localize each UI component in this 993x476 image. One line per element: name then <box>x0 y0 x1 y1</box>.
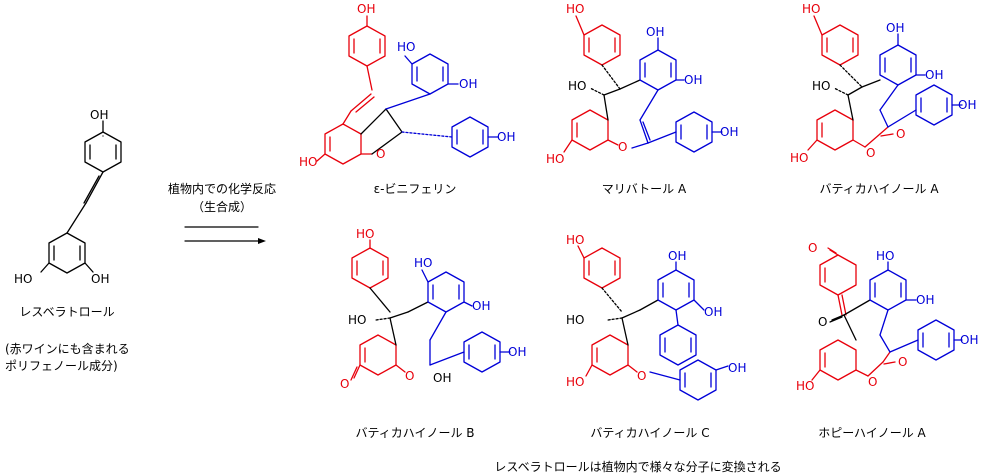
evin-ho-left: HO <box>299 155 317 169</box>
evin-oh-top: OH <box>357 2 375 16</box>
reaction-label-line2: （生合成） <box>191 200 253 214</box>
vatc-ho-left: HO <box>566 375 584 389</box>
vatc-oh-far: OH <box>728 361 746 375</box>
resveratrol-note-line1: (赤ワインにも含まれる <box>5 342 130 356</box>
resveratrol-structure <box>40 120 122 274</box>
evin-oh-right: OH <box>459 77 477 91</box>
vata-ho-left: HO <box>790 151 808 165</box>
hopeahainol-a-structure <box>811 247 963 381</box>
caption: レスベラトロールは植物内で様々な分子に変換される <box>494 460 782 474</box>
vatc-o-ring: O <box>637 369 646 383</box>
hopa-o-ring: O <box>868 375 877 389</box>
hopa-o-quinone: O <box>808 241 817 255</box>
vatb-o-carbonyl: O <box>340 377 349 391</box>
mali-oh-upper: OH <box>646 25 664 39</box>
vatc-ho-mid: HO <box>566 313 584 327</box>
malibatol-a-structure <box>563 15 723 153</box>
vaticahainol-c-structure <box>577 245 729 401</box>
hopa-ho-upper: HO <box>876 249 894 263</box>
vaticahainol-a-structure <box>807 15 963 151</box>
mali-ho-mid: HO <box>568 79 586 93</box>
vatb-ho-mid: HO <box>348 313 366 327</box>
product-label-vaticahainol-c: バティカハイノール C <box>590 426 710 440</box>
vatb-oh-stereo: OH <box>433 371 451 385</box>
resv-oh-right: OH <box>91 272 109 286</box>
vatb-oh-far: OH <box>508 345 526 359</box>
resveratrol-note-line2: ポリフェノール成分) <box>5 359 118 373</box>
mali-o-ring: O <box>618 140 627 154</box>
evin-o-ring: O <box>376 147 385 161</box>
reaction-label-line1: 植物内での化学反応 <box>167 182 277 196</box>
vaticahainol-b-structure <box>350 239 511 381</box>
mali-ho-left: HO <box>546 152 564 166</box>
vatc-ho-top: HO <box>566 233 584 247</box>
vatc-oh-upper: OH <box>668 249 686 263</box>
hopa-oh-right: OH <box>916 293 934 307</box>
mali-oh-far: OH <box>720 125 738 139</box>
vata-ho-top: HO <box>802 2 820 16</box>
mali-oh-right: OH <box>684 73 702 87</box>
reaction-arrow <box>184 226 266 244</box>
resveratrol-label: レスベラトロール <box>19 305 115 319</box>
vata-o-carbonyl: O <box>896 127 905 141</box>
product-label-vaticahainol-b: バティカハイノール B <box>355 426 475 440</box>
hopa-o-carbonyl: O <box>898 355 907 369</box>
vatb-o-ring: O <box>405 369 414 383</box>
product-label-malibatol-a: マリバトール A <box>601 182 687 196</box>
hopa-oh-far: OH <box>960 333 978 347</box>
vata-oh-right: OH <box>925 68 943 82</box>
hopa-ho-left: HO <box>796 379 814 393</box>
product-label-hopeahainol-a: ホピーハイノール A <box>818 426 926 440</box>
vata-ho-mid: HO <box>812 79 830 93</box>
product-label-vaticahainol-a: バティカハイノール A <box>819 182 939 196</box>
mali-ho-top: HO <box>566 2 584 16</box>
vata-oh-upper: OH <box>886 21 904 35</box>
resv-oh-top: OH <box>90 108 108 122</box>
evin-oh-far: OH <box>497 130 515 144</box>
vatb-oh-right: OH <box>472 299 490 313</box>
vatc-oh-right: OH <box>704 305 722 319</box>
resv-ho-left: HO <box>14 272 32 286</box>
evin-ho-upper: HO <box>397 40 415 54</box>
vatb-ho-upper: HO <box>414 256 432 270</box>
vatb-ho-top: HO <box>356 227 374 241</box>
vata-oh-far: OH <box>958 98 976 112</box>
product-label-epsilon-viniferin: ε-ビニフェリン <box>373 182 457 196</box>
epsilon-viniferin-structure <box>316 15 499 165</box>
vata-o-ring: O <box>866 146 875 160</box>
hopa-o-ketone: O <box>818 315 827 329</box>
